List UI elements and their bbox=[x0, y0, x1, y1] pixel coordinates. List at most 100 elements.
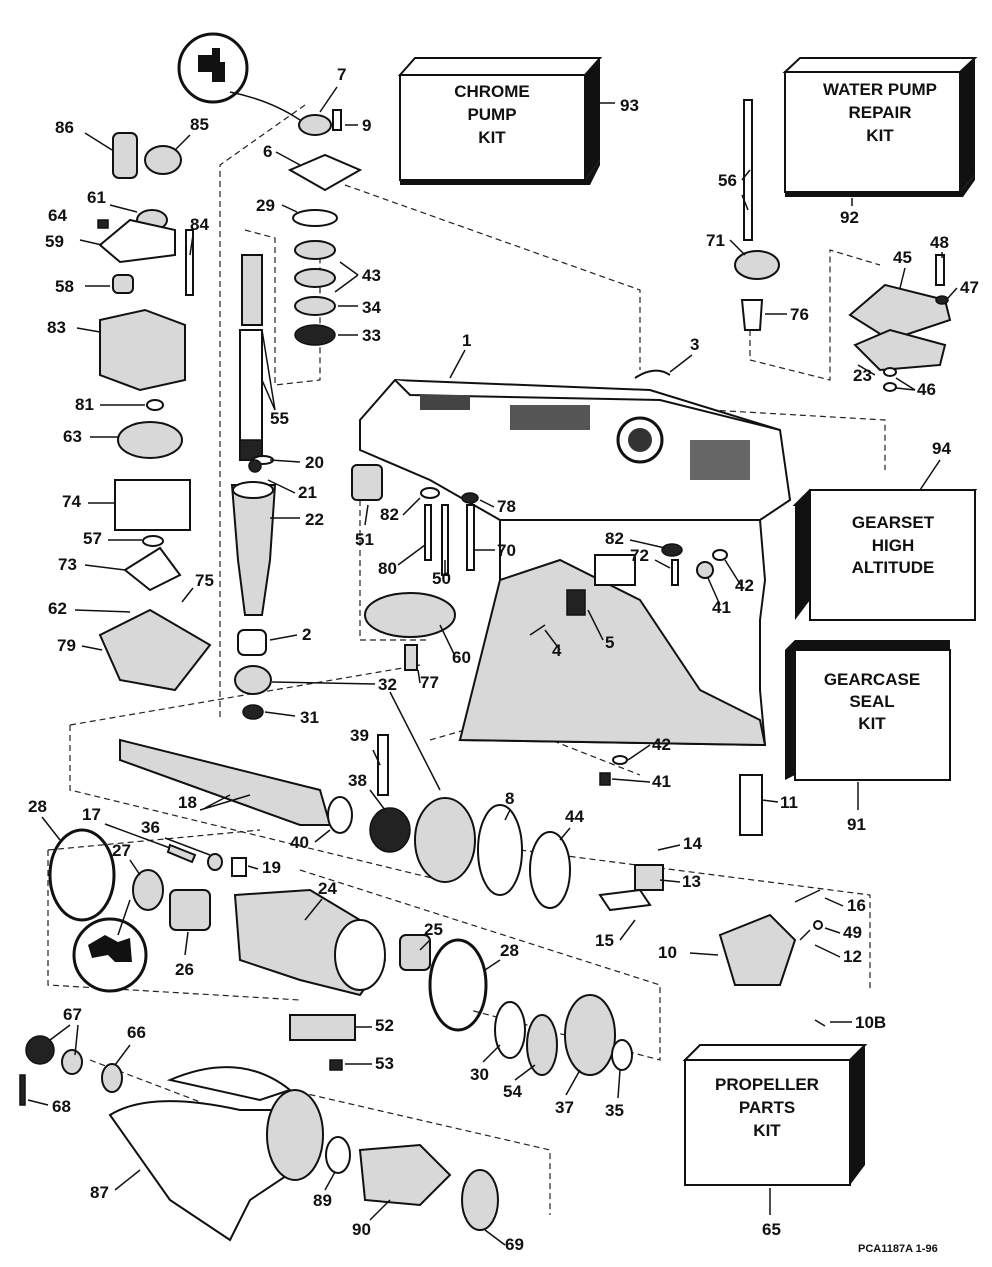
part-label: 64 bbox=[48, 206, 67, 225]
water-pump-repair-kit-box: WATER PUMP REPAIR KIT 92 bbox=[782, 57, 978, 227]
part-label: 29 bbox=[256, 196, 275, 215]
kit-text: SEAL bbox=[849, 692, 894, 711]
part-label: 3 bbox=[690, 335, 699, 354]
part-labels: 7 9 6 29 43 34 33 55 20 21 22 2 32 31 86… bbox=[28, 65, 979, 1254]
part-label: 94 bbox=[932, 439, 951, 458]
part-label: 42 bbox=[652, 735, 671, 754]
part-label: 23 bbox=[853, 366, 872, 385]
kit-text: KIT bbox=[866, 126, 894, 145]
part-label: 46 bbox=[917, 380, 936, 399]
part-label: 31 bbox=[300, 708, 319, 727]
part-label: 76 bbox=[790, 305, 809, 324]
kit-text: PUMP bbox=[467, 105, 516, 124]
part-label: 12 bbox=[843, 947, 862, 966]
part-label: 50 bbox=[432, 569, 451, 588]
part-label: 41 bbox=[712, 598, 731, 617]
part-label: 6 bbox=[263, 142, 272, 161]
driveshaft-stack bbox=[230, 114, 363, 720]
part-label: 11 bbox=[780, 793, 798, 812]
part-label: 79 bbox=[57, 636, 76, 655]
part-label: 48 bbox=[930, 233, 949, 252]
part-label: 74 bbox=[62, 492, 81, 511]
part-label: 10 bbox=[658, 943, 677, 962]
kit-text: GEARCASE bbox=[824, 670, 920, 689]
part-label: 59 bbox=[45, 232, 64, 251]
kit-text: CHROME bbox=[454, 82, 530, 101]
part-label: 4 bbox=[552, 641, 562, 660]
kit-text: WATER PUMP bbox=[823, 80, 937, 99]
gearset-high-altitude-box: GEARSET HIGH ALTITUDE 94 bbox=[792, 439, 978, 621]
kit-text: REPAIR bbox=[849, 103, 912, 122]
part-label: 40 bbox=[290, 833, 309, 852]
part-label: 62 bbox=[48, 599, 67, 618]
part-label: 78 bbox=[497, 497, 516, 516]
kit-text: KIT bbox=[753, 1121, 781, 1140]
propeller-shaft-parts bbox=[48, 734, 797, 1076]
kit-text: ALTITUDE bbox=[852, 558, 935, 577]
part-label: 75 bbox=[195, 571, 214, 590]
part-label: 66 bbox=[127, 1023, 146, 1042]
part-label: 89 bbox=[313, 1191, 332, 1210]
part-label: 63 bbox=[63, 427, 82, 446]
part-label: 8 bbox=[505, 789, 514, 808]
part-label: 1 bbox=[462, 331, 471, 350]
part-label: 81 bbox=[75, 395, 94, 414]
part-label: 65 bbox=[762, 1220, 781, 1239]
part-label: 34 bbox=[362, 298, 381, 317]
part-label: 17 bbox=[82, 805, 101, 824]
propeller-parts-kit-box: PROPELLER PARTS KIT 65 bbox=[682, 1044, 868, 1239]
part-label: 27 bbox=[112, 841, 131, 860]
part-label: 47 bbox=[960, 278, 979, 297]
part-label: 53 bbox=[375, 1054, 394, 1073]
part-label: 19 bbox=[262, 858, 281, 877]
part-label: 92 bbox=[840, 208, 859, 227]
part-label: 51 bbox=[355, 530, 374, 549]
part-label: 26 bbox=[175, 960, 194, 979]
part-label: 42 bbox=[735, 576, 754, 595]
part-label: 28 bbox=[500, 941, 519, 960]
part-label: 91 bbox=[847, 815, 866, 834]
chrome-pump-kit-box: CHROME PUMP KIT 93 bbox=[397, 57, 639, 185]
kit-text: GEARSET bbox=[852, 513, 935, 532]
part-label: 90 bbox=[352, 1220, 371, 1239]
part-label: 33 bbox=[362, 326, 381, 345]
part-label: 84 bbox=[190, 215, 209, 234]
kit-text: PROPELLER bbox=[715, 1075, 819, 1094]
part-label: 80 bbox=[378, 559, 397, 578]
kit-text: PARTS bbox=[739, 1098, 795, 1117]
gearcase-housing bbox=[359, 378, 792, 747]
part-label: 35 bbox=[605, 1101, 624, 1120]
part-label: 57 bbox=[83, 529, 102, 548]
part-label: 61 bbox=[87, 188, 106, 207]
part-label: 9 bbox=[362, 116, 371, 135]
kit-text: KIT bbox=[478, 128, 506, 147]
kit-text: HIGH bbox=[872, 536, 915, 555]
sealant-warning-icon bbox=[72, 899, 148, 993]
kit-text: KIT bbox=[858, 714, 886, 733]
part-label: 85 bbox=[190, 115, 209, 134]
propeller bbox=[25, 1035, 499, 1242]
part-label: 36 bbox=[141, 818, 160, 837]
part-label: 41 bbox=[652, 772, 671, 791]
part-label: 16 bbox=[847, 896, 866, 915]
part-label: 49 bbox=[843, 923, 862, 942]
part-label: 39 bbox=[350, 726, 369, 745]
part-label: 70 bbox=[497, 541, 516, 560]
water-pump-parts bbox=[98, 132, 212, 692]
part-label: 69 bbox=[505, 1235, 524, 1254]
part-label: 44 bbox=[565, 807, 584, 826]
part-label: 71 bbox=[706, 231, 725, 250]
part-label: 7 bbox=[337, 65, 346, 84]
part-label: 22 bbox=[305, 510, 324, 529]
part-label: 5 bbox=[605, 633, 614, 652]
part-label: 77 bbox=[420, 673, 439, 692]
part-label: 54 bbox=[503, 1082, 522, 1101]
part-label: 14 bbox=[683, 834, 702, 853]
part-label: 52 bbox=[375, 1016, 394, 1035]
part-label: 93 bbox=[620, 96, 639, 115]
part-label: 15 bbox=[595, 931, 614, 950]
part-label: 73 bbox=[58, 555, 77, 574]
part-label: 2 bbox=[302, 625, 311, 644]
part-label: 58 bbox=[55, 277, 74, 296]
